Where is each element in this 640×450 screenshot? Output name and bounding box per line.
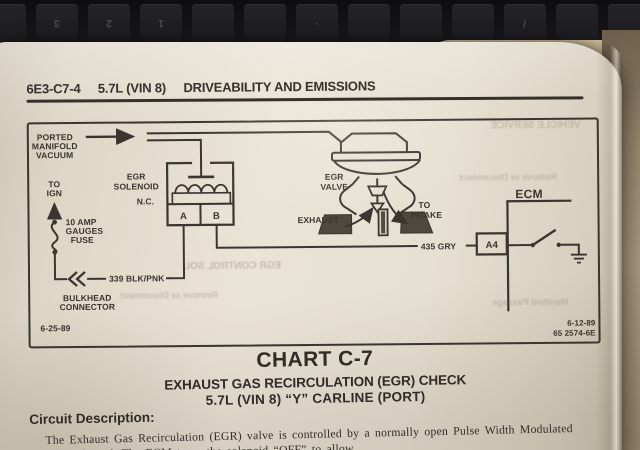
valve-poppet [366,185,388,197]
ecm-circuit [506,199,587,312]
keyboard-key: 1 [140,4,182,42]
valve-center-tube-slot [380,211,386,234]
wire-339-label: 339 BLK/PNK [109,273,165,283]
circuit-description-heading: Circuit Description: [29,409,155,428]
valve-flange [330,151,422,162]
fuse-label-1: 10 AMP [66,217,97,227]
valve-diaphragm-dome [333,159,421,175]
header-engine: 5.7L (VIN 8) [97,80,167,96]
solenoid-label-2: SOLENOID [114,181,159,191]
ecm-label: ECM [515,187,543,201]
egr-valve-symbol [330,132,422,216]
wire-435-circuit [215,224,508,256]
bulkhead-connector-symbol [67,271,86,287]
header-section-code: 6E3-C7-4 [26,80,81,97]
keyboard-key: · [296,4,338,42]
terminal-a-label: A [180,211,187,222]
keyboard-key [192,4,234,42]
valve-pintle [369,202,386,215]
ground-symbol [570,253,587,264]
header-rule [26,96,584,103]
fuse-end-dot [52,249,58,255]
solenoid-coil [174,183,229,194]
keyboard-key [452,4,494,42]
fuse-label-3: FUSE [71,235,94,245]
exhaust-label: EXHAUST [298,215,340,225]
header-title: DRIVEABILITY AND EMISSIONS [183,78,376,96]
to-intake-label-1: TO [418,200,430,210]
wire-339 [166,225,186,280]
switch-blade [532,228,557,247]
bleedthrough-text: EGR CONTROL SOL [183,260,282,273]
valve-label-1: EGR [325,172,344,182]
ported-label-1: PORTED [37,132,73,142]
doc-number: 65 2574-6E [553,328,596,337]
fuse-label-2: GAUGES [66,226,104,236]
ported-label-3: VACUUM [36,150,73,160]
keyboard-key [348,4,390,42]
terminal-a4-label: A4 [486,240,499,251]
switch-contact-dot [530,242,535,248]
keyboard-key: 2 [88,4,130,42]
bleedthrough-text: VEHICLE SERVICE [490,119,581,132]
intake-port-foot [400,211,434,234]
valve-label-2: VALVE [320,182,348,192]
page-header: 6E3-C7-4 5.7L (VIN 8) DRIVEABILITY AND E… [26,77,586,97]
keyboard-key: / [504,4,546,42]
bulkhead-label-2: CONNECTOR [59,302,115,312]
schematic-box: PORTED MANIFOLD VACUUM TO IGN 10 AMP GAU… [26,117,601,349]
intake-flow-arrow [382,190,409,225]
ecm-outline [506,199,572,312]
keyboard-key: 3 [36,4,78,42]
vacuum-hose-lines [146,130,342,177]
keyboard-key [0,4,26,42]
ported-label-2: MANIFOLD [32,141,78,151]
bleedthrough-text: Remove or Disconnect [120,289,218,301]
egr-schematic: PORTED MANIFOLD VACUUM TO IGN 10 AMP GAU… [32,128,596,338]
valve-cap [339,132,408,153]
bleedthrough-text: Remove or Disconnect [459,171,557,183]
fuse-symbol [50,221,59,254]
wire-435-label: 435 GRY [421,241,457,251]
to-intake-label-2: INTAKE [410,210,442,220]
to-ign-label-1: TO [48,179,60,189]
fuse-end-dot [52,219,57,225]
date-right: 6-12-89 [567,318,596,327]
exhaust-port-foot [317,214,353,235]
wire-435 [215,224,418,249]
to-ign-label-2: IGN [47,188,63,198]
egr-solenoid-symbol [165,161,235,227]
manual-page: 6E3-C7-4 5.7L (VIN 8) DRIVEABILITY AND E… [0,42,622,450]
keyboard-key [400,4,442,42]
terminal-b-label: B [213,211,220,222]
switch-contact-dot [556,242,561,248]
keyboard-key [244,4,286,42]
exhaust-flow-arrow [345,206,374,228]
bulkhead-label-1: BULKHEAD [63,293,112,303]
solenoid-label-1: EGR [127,171,146,181]
keyboard-key [556,4,598,42]
date-left: 6-25-89 [40,323,70,333]
bleedthrough-text: Manifold Passage [492,296,569,308]
solenoid-nc-label: N.C. [137,196,154,206]
